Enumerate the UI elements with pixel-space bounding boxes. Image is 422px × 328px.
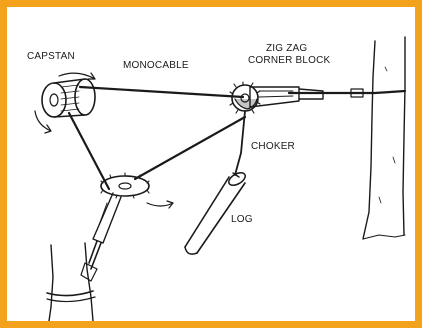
capstan-label: CAPSTAN: [27, 51, 75, 62]
log: [185, 170, 247, 254]
lower-block-and-strap: [81, 173, 149, 281]
capstan-drum: [42, 79, 95, 117]
anchor-tree-right: [363, 37, 405, 239]
anchor-tree-left: [47, 243, 95, 321]
log-label: LOG: [229, 214, 255, 225]
corner-block-label-line1: ZIG ZAG: [266, 43, 307, 54]
monocable-label: MONOCABLE: [123, 60, 189, 71]
rotation-arrows: [35, 73, 173, 208]
diagram-panel: CAPSTAN MONOCABLE ZIG ZAG CORNER BLOCK C…: [7, 7, 415, 321]
zig-zag-corner-block: [230, 82, 363, 114]
corner-block-label-line2: CORNER BLOCK: [248, 55, 330, 66]
choker-label: CHOKER: [249, 141, 297, 152]
